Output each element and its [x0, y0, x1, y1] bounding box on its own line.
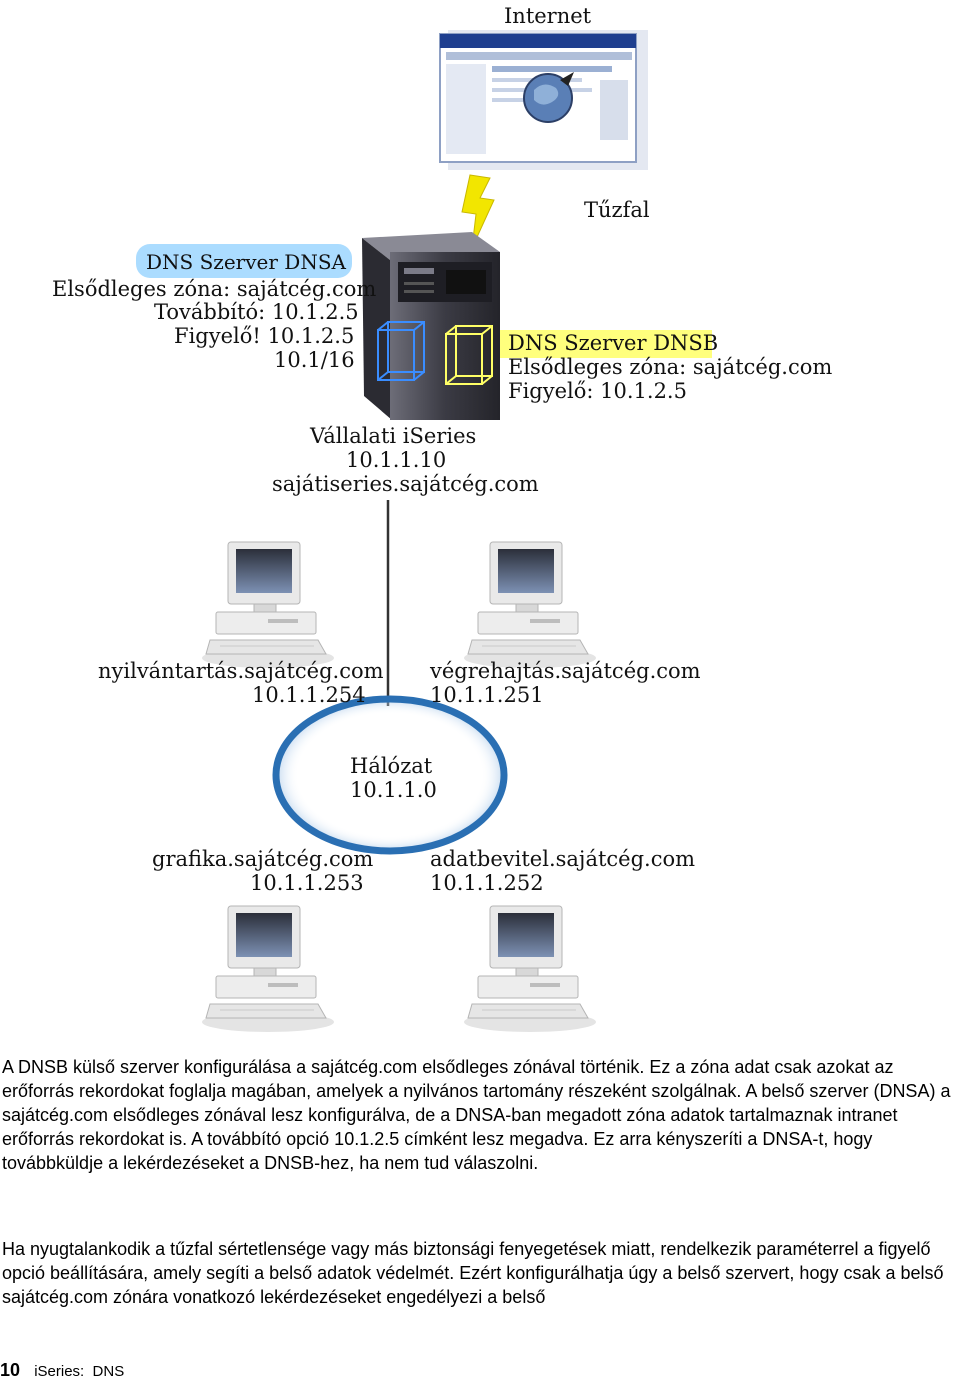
internet-browser-graphic	[439, 30, 648, 170]
client-host-3: grafika.sajátcég.com	[152, 847, 374, 871]
diagram-graphics	[136, 30, 712, 1033]
client-host-4: adatbevitel.sajátcég.com	[430, 847, 696, 871]
iseries-name: Vállalati iSeries	[310, 424, 477, 448]
client-ip-2: 10.1.1.251	[430, 683, 544, 707]
dnsa-title: DNS Szerver DNSA	[146, 250, 346, 274]
iseries-server-graphic	[362, 232, 500, 420]
iseries-host: sajátiseries.sajátcég.com	[272, 472, 539, 496]
dnsa-listener: Figyelő! 10.1.2.5	[174, 324, 355, 348]
dnsa-title-glow	[136, 244, 352, 278]
dnsb-primary-zone: Elsődleges zóna: sajátcég.com	[508, 355, 833, 379]
dnsa-subnet: 10.1/16	[274, 348, 355, 372]
network-diagram: Internet Tűzfal DNS Szerver DNSA Elsődle…	[52, 4, 833, 1033]
client-host-1: nyilvántartás.sajátcég.com	[98, 659, 384, 683]
computer-icon-4	[463, 905, 597, 1033]
client-ip-3: 10.1.1.253	[250, 871, 364, 895]
computer-icon-1	[201, 541, 335, 669]
page-footer: 10 iSeries: DNS	[0, 1360, 125, 1380]
internet-label: Internet	[504, 4, 592, 28]
client-host-2: végrehajtás.sajátcég.com	[430, 659, 701, 683]
dnsa-forwarder: Továbbító: 10.1.2.5	[154, 300, 359, 324]
client-ip-1: 10.1.1.254	[252, 683, 366, 707]
paragraph-2: Ha nyugtalankodik a tűzfal sértetlensége…	[2, 1239, 944, 1307]
client-ip-4: 10.1.1.252	[430, 871, 544, 895]
network-name: Hálózat	[350, 754, 433, 778]
dnsb-listener: Figyelő: 10.1.2.5	[508, 379, 687, 403]
network-ip: 10.1.1.0	[350, 778, 437, 802]
network-ring	[272, 695, 508, 855]
dnsb-title-highlight	[500, 330, 712, 358]
iseries-ip: 10.1.1.10	[346, 448, 447, 472]
footer-product: iSeries: DNS	[34, 1363, 125, 1380]
dnsa-primary-zone: Elsődleges zóna: sajátcég.com	[52, 277, 377, 301]
computer-icon-2	[463, 541, 597, 669]
lightning-icon	[461, 174, 495, 249]
paragraph-1: A DNSB külső szerver konfigurálása a saj…	[2, 1057, 951, 1173]
dnsb-title: DNS Szerver DNSB	[508, 331, 719, 355]
page-number: 10	[0, 1360, 21, 1380]
firewall-label: Tűzfal	[584, 198, 650, 222]
computer-icon-3	[201, 905, 335, 1033]
